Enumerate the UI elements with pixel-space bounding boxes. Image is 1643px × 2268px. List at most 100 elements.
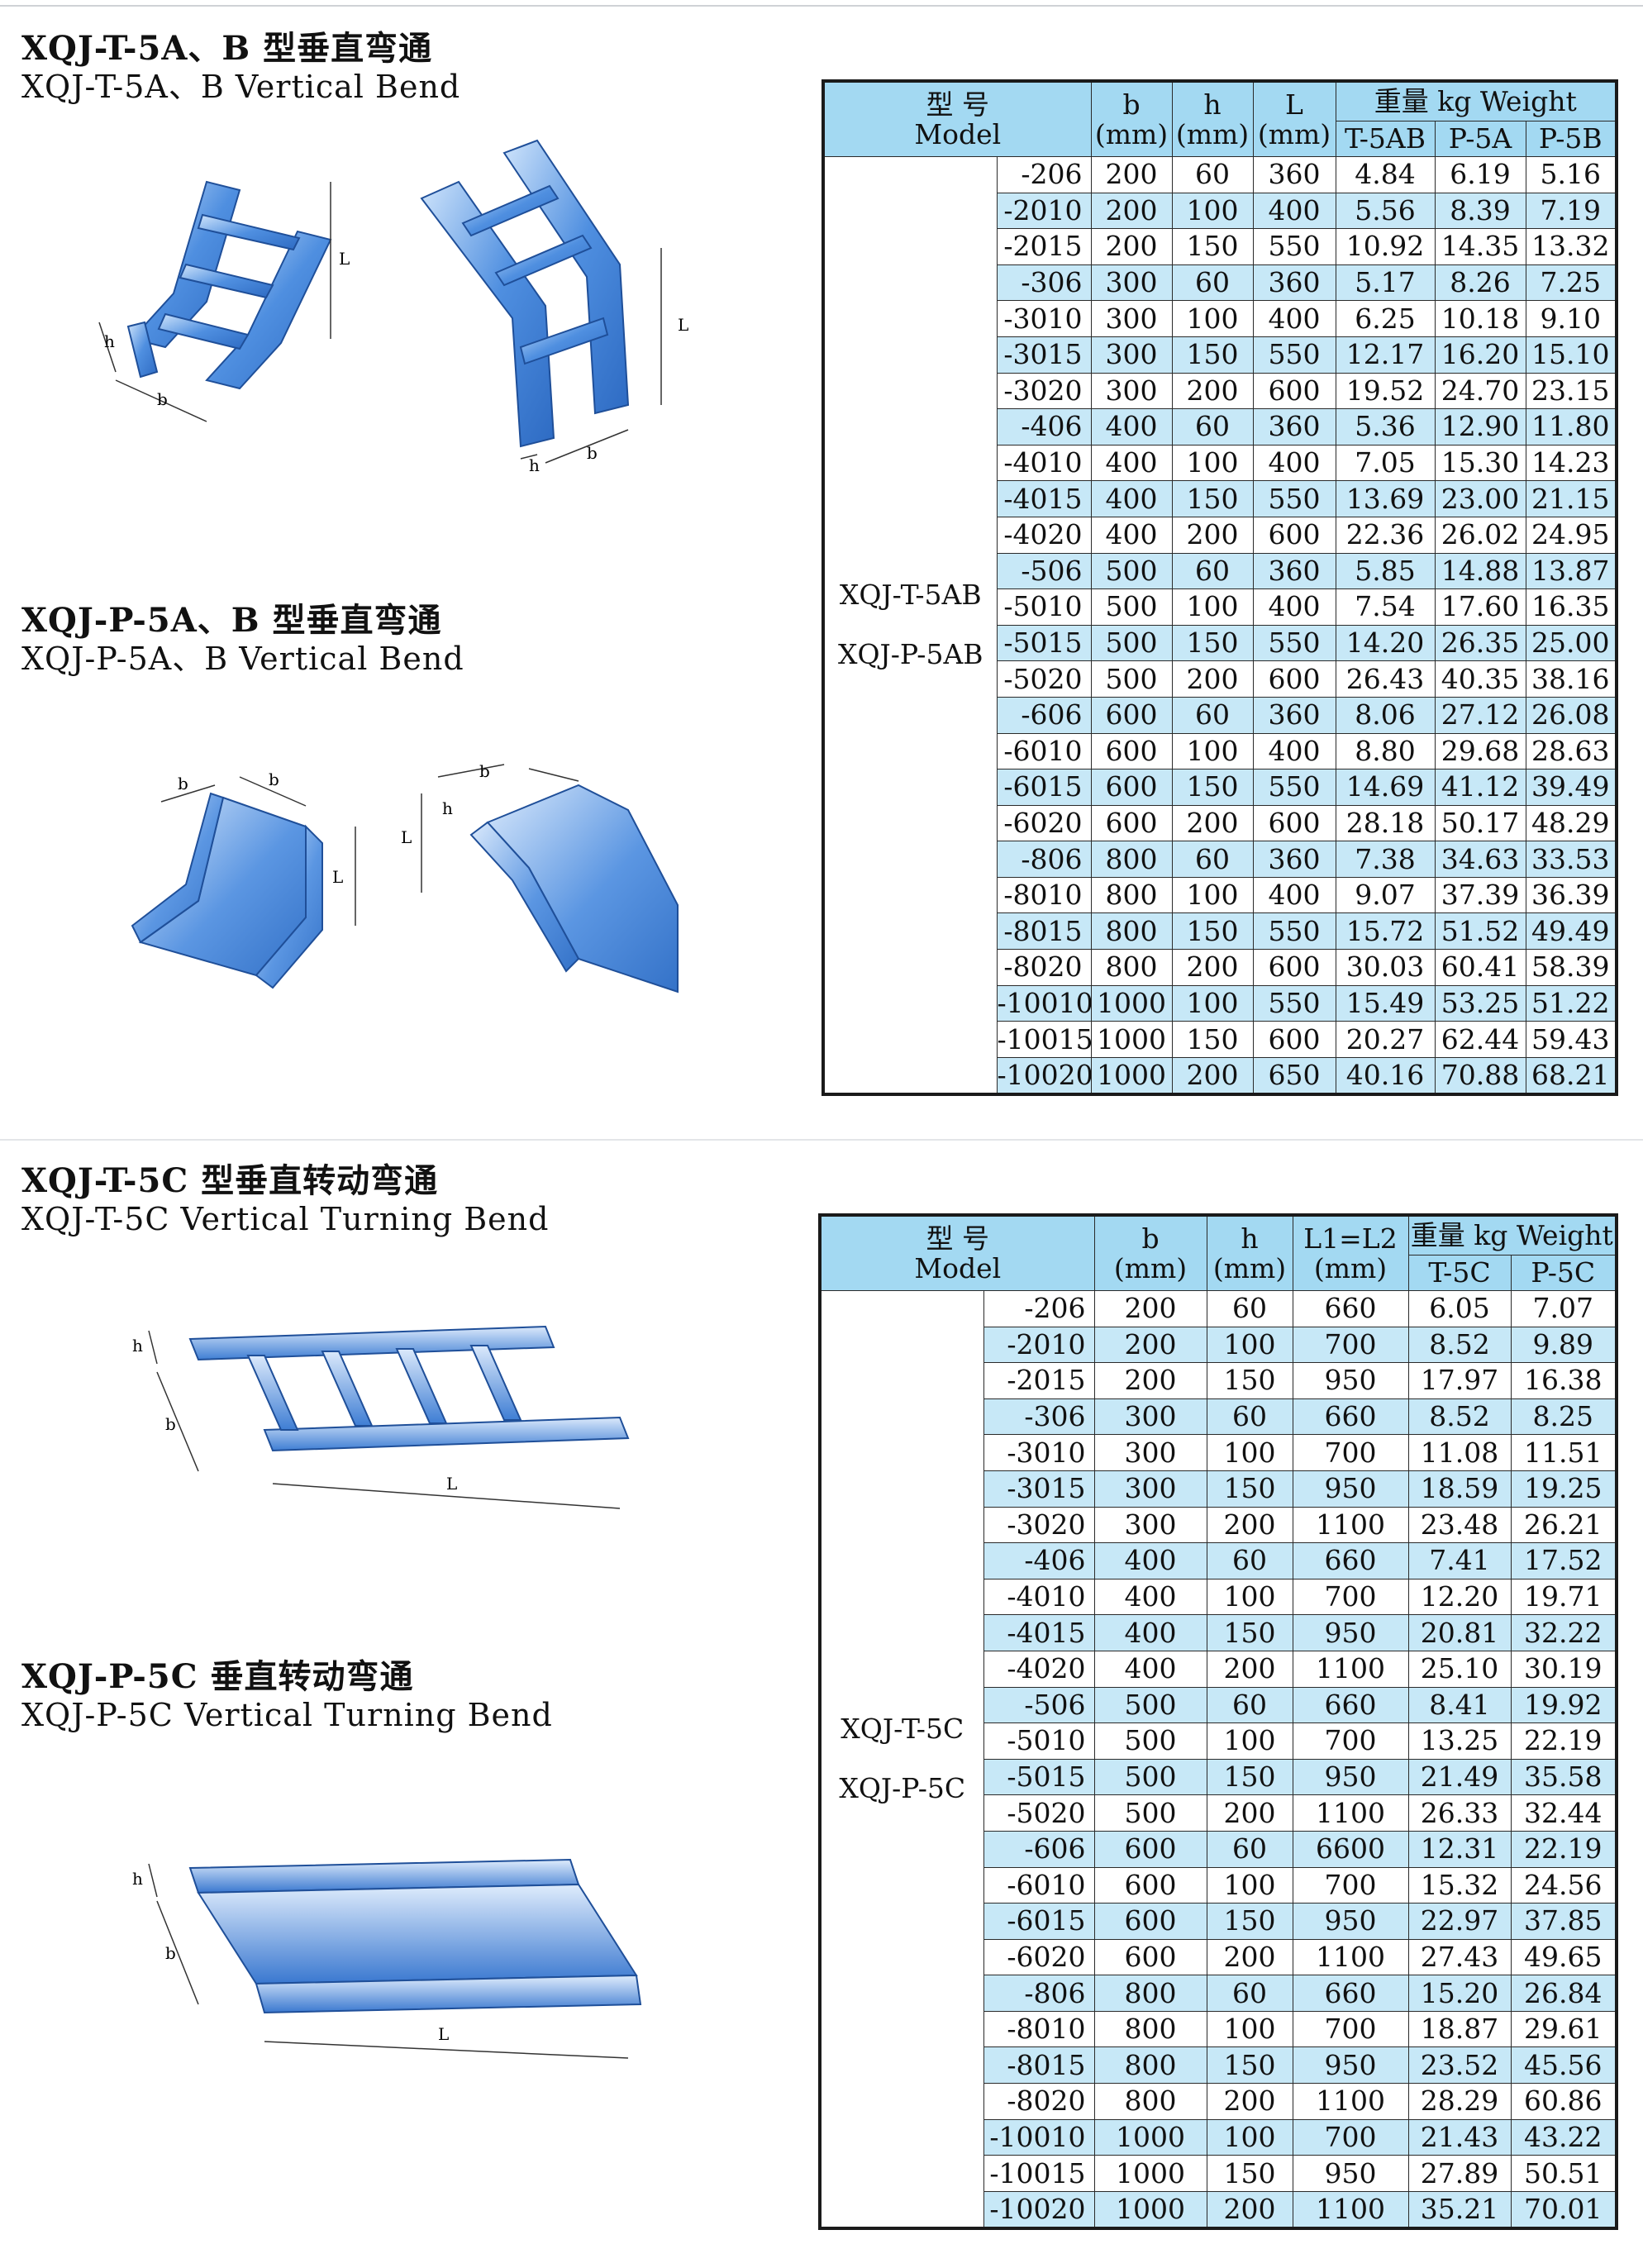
table-cell: 70.01	[1510, 2190, 1617, 2229]
table-cell: 10.92	[1335, 228, 1436, 265]
table-cell: 950	[1292, 1614, 1409, 1651]
table-cell: 700	[1292, 1434, 1409, 1471]
table-cell: 100	[1206, 2010, 1293, 2048]
table-cell: 600	[1090, 732, 1173, 770]
table-cell: 100	[1171, 732, 1254, 770]
model-code-cell: -10020	[983, 2190, 1095, 2229]
table-cell: 20.27	[1335, 1021, 1436, 1058]
table-cell: 17.60	[1434, 588, 1526, 626]
heading-t-5c: XQJ-T-5C 型垂直转动弯通 XQJ-T-5C Vertical Turni…	[21, 1162, 549, 1238]
table-cell: 22.97	[1407, 1903, 1512, 1940]
table-cell: 400	[1252, 876, 1336, 914]
dim-label-b-tray-left-2: b	[269, 770, 279, 789]
table-cell: 200	[1093, 1290, 1207, 1327]
table-cell: 43.22	[1510, 2118, 1617, 2156]
table-cell: 700	[1292, 1866, 1409, 1904]
table-cell: 60	[1206, 1398, 1293, 1436]
table-cell: 360	[1252, 264, 1336, 302]
table-cell: 550	[1252, 480, 1336, 517]
table-cell: 200	[1171, 804, 1254, 842]
table-cell: 800	[1093, 2010, 1207, 2048]
table-cell: 550	[1252, 769, 1336, 806]
table-cell: 200	[1206, 1506, 1293, 1544]
table-cell: 23.00	[1434, 480, 1526, 517]
model-code-cell: -406	[996, 408, 1092, 446]
table-cell: 7.05	[1335, 444, 1436, 482]
table-cell: 5.16	[1525, 156, 1617, 193]
table-cell: 15.32	[1407, 1866, 1512, 1904]
table-cell: 60	[1171, 696, 1254, 734]
table-cell: 23.48	[1407, 1506, 1512, 1544]
table-cell: 400	[1090, 516, 1173, 554]
table-cell: 38.16	[1525, 660, 1617, 698]
table-cell: 100	[1206, 2118, 1293, 2156]
table-cell: 200	[1171, 1056, 1254, 1095]
model-code-cell: -3015	[996, 336, 1092, 374]
dim-label-b-turning: b	[165, 1414, 176, 1434]
table-cell: 800	[1090, 876, 1173, 914]
model-code-cell: -506	[996, 552, 1092, 590]
table-cell: 550	[1252, 912, 1336, 951]
model-code-cell: -4020	[983, 1650, 1095, 1688]
table-cell: 68.21	[1525, 1056, 1617, 1095]
model-name: XQJ-T-5C	[841, 1713, 964, 1746]
table-cell: 16.20	[1434, 336, 1526, 374]
table-cell: 26.21	[1510, 1506, 1617, 1544]
table-cell: 150	[1171, 228, 1254, 265]
table-cell: 7.19	[1525, 192, 1617, 230]
table-cell: 60	[1171, 264, 1254, 302]
table-cell: 360	[1252, 408, 1336, 446]
table-cell: 30.03	[1335, 949, 1436, 986]
heading-p-5c-en: XQJ-P-5C Vertical Turning Bend	[21, 1697, 553, 1733]
model-code-cell: -5010	[996, 588, 1092, 626]
table-cell: 150	[1206, 1470, 1293, 1508]
table-cell: 150	[1206, 1614, 1293, 1651]
model-code-cell: -8010	[983, 2010, 1095, 2048]
heading-t-5ab-en: XQJ-T-5A、B Vertical Bend	[21, 69, 461, 105]
dim-label-l-tray-turning: L	[438, 2024, 449, 2044]
table-cell: 950	[1292, 1758, 1409, 1796]
table-cell: 200	[1090, 228, 1173, 265]
model-code-cell: -8020	[983, 2083, 1095, 2120]
model-code-cell: -206	[983, 1290, 1095, 1327]
model-code-cell: -4020	[996, 516, 1092, 554]
model-code-cell: -5020	[983, 1794, 1095, 1832]
header-weight: 重量 kg Weight	[1335, 80, 1617, 122]
model-code-cell: -8020	[996, 949, 1092, 986]
table-cell: 150	[1171, 624, 1254, 662]
table-cell: 100	[1206, 1722, 1293, 1760]
table-cell: 600	[1093, 1938, 1207, 1976]
heading-t-5c-zh: XQJ-T-5C 型垂直转动弯通	[21, 1161, 439, 1200]
table-cell: 11.08	[1407, 1434, 1512, 1471]
model-code-cell: -8015	[983, 2046, 1095, 2085]
model-name: XQJ-P-5C	[839, 1772, 966, 1805]
tray-turning-bend-figure: h b L	[132, 1858, 642, 2059]
table-cell: 200	[1206, 2190, 1293, 2229]
table-cell: 26.35	[1434, 624, 1526, 662]
table-cell: 500	[1093, 1722, 1207, 1760]
table-cell: 100	[1171, 588, 1254, 626]
table-cell: 60	[1206, 1686, 1293, 1724]
table-cell: 24.70	[1434, 372, 1526, 410]
table-cell: 200	[1171, 660, 1254, 698]
table-cell: 300	[1090, 372, 1173, 410]
table-cell: 34.63	[1434, 841, 1526, 878]
table-cell: 400	[1093, 1650, 1207, 1688]
table-cell: 29.68	[1434, 732, 1526, 770]
model-code-cell: -306	[996, 264, 1092, 302]
table-cell: 500	[1093, 1686, 1207, 1724]
table-cell: 14.20	[1335, 624, 1436, 662]
top-rule	[0, 5, 1643, 7]
heading-p-5ab-zh: XQJ-P-5A、B 型垂直弯通	[21, 601, 442, 640]
table-cell: 1000	[1090, 1056, 1173, 1095]
